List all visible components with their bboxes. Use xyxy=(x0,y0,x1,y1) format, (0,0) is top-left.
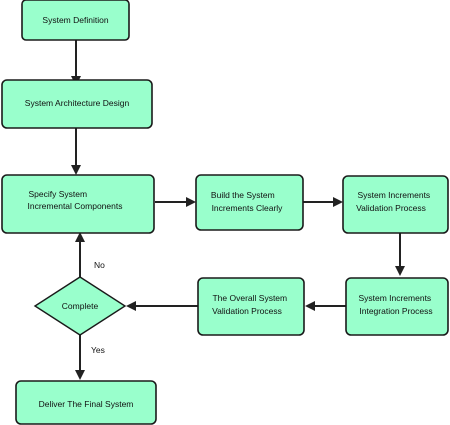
svg-text:Deliver The Final System: Deliver The Final System xyxy=(39,399,134,409)
node-integration-line-1: System Increments xyxy=(358,293,431,303)
node-deliver-final-system: Deliver The Final System xyxy=(15,380,157,425)
node-overall-line-1: The Overall System xyxy=(212,293,287,303)
svg-text:System Increments Valida: System Increments Validation Process xyxy=(356,190,432,213)
node-overall-validation: The Overall System Validation Process xyxy=(197,277,305,336)
svg-text:System Definition: System Definition xyxy=(42,15,108,25)
edge-overall-to-complete xyxy=(126,301,198,311)
node-system-architecture-design-label: System Architecture Design xyxy=(25,98,130,108)
svg-text:The Overall System Valid: The Overall System Validation Process xyxy=(212,293,289,316)
edge-build-to-validation xyxy=(303,197,343,207)
node-system-definition: System Definition xyxy=(21,0,130,41)
edge-definition-to-architecture xyxy=(71,40,81,86)
edge-integration-to-overall xyxy=(305,301,346,311)
svg-text:System Increments Integr: System Increments Integration Process xyxy=(358,293,433,316)
edge-validation-to-integration xyxy=(395,233,405,276)
node-system-definition-label: System Definition xyxy=(42,15,108,25)
node-specify-incremental-components: Specify System Incremental Components xyxy=(1,174,155,234)
node-build-increments: Build the System Increments Clearly xyxy=(195,174,304,231)
node-increments-integration: System Increments Integration Process xyxy=(345,277,449,336)
svg-text:Build the System Increme: Build the System Increments Clearly xyxy=(211,190,283,213)
edge-specify-to-build xyxy=(155,197,196,207)
node-increments-validation: System Increments Validation Process xyxy=(342,175,449,234)
node-specify-line-2: Incremental Components xyxy=(28,201,123,211)
svg-text:Specify System Increment: Specify System Incremental Components xyxy=(28,189,123,211)
edge-complete-to-deliver-yes xyxy=(75,335,85,380)
node-deliver-label: Deliver The Final System xyxy=(39,399,134,409)
node-integration-line-2: Integration Process xyxy=(359,306,432,316)
node-system-architecture-design: System Architecture Design xyxy=(1,79,153,129)
edge-label-no: No xyxy=(94,260,105,270)
node-validation-line-2: Validation Process xyxy=(356,203,426,213)
edge-label-yes: Yes xyxy=(91,345,105,355)
edge-complete-to-specify-no xyxy=(75,232,85,277)
svg-text:Complete: Complete xyxy=(62,301,99,311)
node-complete-decision: Complete xyxy=(33,276,127,336)
node-build-line-2: Increments Clearly xyxy=(212,203,284,213)
edge-architecture-to-specify xyxy=(71,128,81,175)
node-build-line-1: Build the System xyxy=(211,190,275,200)
node-overall-line-2: Validation Process xyxy=(212,306,282,316)
node-specify-line-1: Specify System xyxy=(29,189,88,199)
node-complete-label: Complete xyxy=(62,301,99,311)
svg-text:System Architecture Design: System Architecture Design xyxy=(25,98,130,108)
node-validation-line-1: System Increments xyxy=(357,190,430,200)
